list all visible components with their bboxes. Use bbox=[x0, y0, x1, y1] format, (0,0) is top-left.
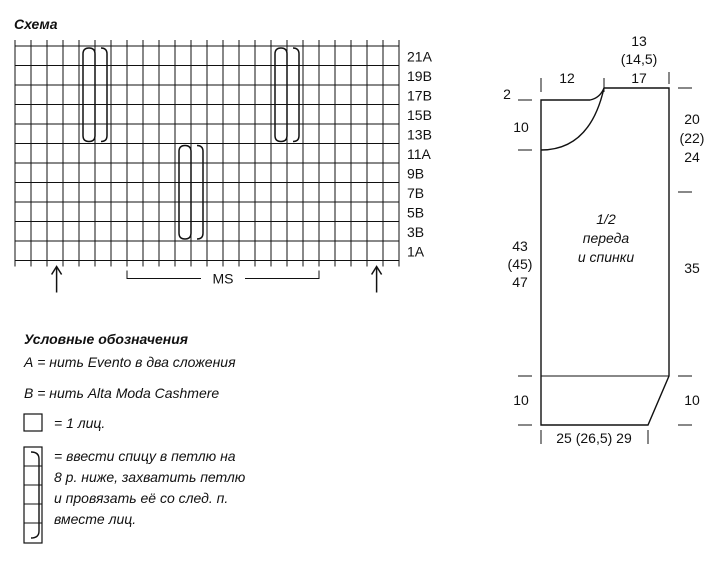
row-label: 17B bbox=[407, 88, 432, 104]
hem-height-left: 10 bbox=[513, 392, 529, 408]
cable-symbol bbox=[184, 144, 192, 240]
legend-cable-line-1: = ввести спицу в петлю на bbox=[54, 448, 236, 464]
armhole-height-3: 24 bbox=[684, 149, 700, 165]
piece-label-3: и спинки bbox=[578, 249, 634, 265]
row-label: 19B bbox=[407, 68, 432, 84]
top-width-3: 17 bbox=[631, 70, 647, 86]
ms-bracket-line bbox=[245, 270, 320, 279]
ms-bracket-line bbox=[126, 270, 201, 279]
row-label: 15B bbox=[407, 107, 432, 123]
row-label: 3B bbox=[407, 224, 424, 240]
row-label: 5B bbox=[407, 205, 424, 221]
ms-bracket: MS bbox=[126, 270, 320, 287]
cable-symbol bbox=[82, 47, 90, 143]
row-label: 9B bbox=[407, 166, 424, 182]
legend-title: Условные обозначения bbox=[24, 331, 188, 347]
total-height-2: (45) bbox=[508, 256, 533, 272]
row-label: 7B bbox=[407, 185, 424, 201]
cable-symbol bbox=[196, 144, 204, 240]
cable-symbol bbox=[280, 47, 288, 143]
repeat-arrow bbox=[50, 265, 63, 275]
cable-stitch-symbol bbox=[23, 446, 43, 544]
knit-stitch-symbol bbox=[23, 413, 43, 432]
shoulder-drop: 2 bbox=[503, 86, 511, 102]
armhole-height-2: (22) bbox=[680, 130, 705, 146]
bottom-width: 25 (26,5) 29 bbox=[556, 430, 632, 446]
legend-cable-line-4: вместе лиц. bbox=[54, 511, 136, 527]
cable-symbol bbox=[274, 47, 282, 143]
total-height-1: 43 bbox=[512, 238, 528, 254]
top-width-1: 13 bbox=[631, 33, 647, 49]
neckline-curve bbox=[540, 87, 605, 151]
neck-depth: 10 bbox=[513, 119, 529, 135]
piece-label-2: переда bbox=[583, 230, 630, 246]
neck-width: 12 bbox=[559, 70, 575, 86]
side-height: 35 bbox=[684, 260, 700, 276]
total-height-3: 47 bbox=[512, 274, 528, 290]
row-label: 11A bbox=[407, 146, 432, 162]
repeat-arrows bbox=[50, 265, 383, 293]
cable-symbol bbox=[100, 47, 108, 143]
row-labels: 21A 19B 17B 15B 13B 11A 9B 7B 5B 3B 1A bbox=[407, 49, 433, 260]
ms-label: MS bbox=[213, 271, 234, 287]
legend-cable-line-3: и провязать её со след. п. bbox=[54, 490, 228, 506]
piece-outline bbox=[540, 87, 670, 426]
chart-title: Схема bbox=[14, 16, 58, 32]
legend-item-b: В = нить Alta Moda Cashmere bbox=[24, 385, 219, 401]
repeat-arrow bbox=[370, 265, 383, 275]
legend-item-knit: = 1 лиц. bbox=[54, 415, 105, 431]
row-label: 21A bbox=[407, 49, 433, 65]
cable-symbol bbox=[292, 47, 300, 143]
garment-schematic bbox=[518, 72, 692, 444]
hem-height-right: 10 bbox=[684, 392, 700, 408]
legend-cable-line-2: 8 р. ниже, захватить петлю bbox=[54, 469, 246, 485]
row-label: 1A bbox=[407, 244, 425, 260]
stitch-grid bbox=[14, 40, 400, 267]
armhole-height-1: 20 bbox=[684, 111, 700, 127]
legend-item-a: А = нить Evento в два сложения bbox=[23, 354, 236, 370]
row-label: 13B bbox=[407, 127, 432, 143]
cable-symbol bbox=[88, 47, 96, 143]
cable-symbols bbox=[82, 47, 300, 240]
top-width-2: (14,5) bbox=[621, 51, 658, 67]
piece-label-1: 1/2 bbox=[596, 211, 616, 227]
cable-symbol bbox=[178, 144, 186, 240]
